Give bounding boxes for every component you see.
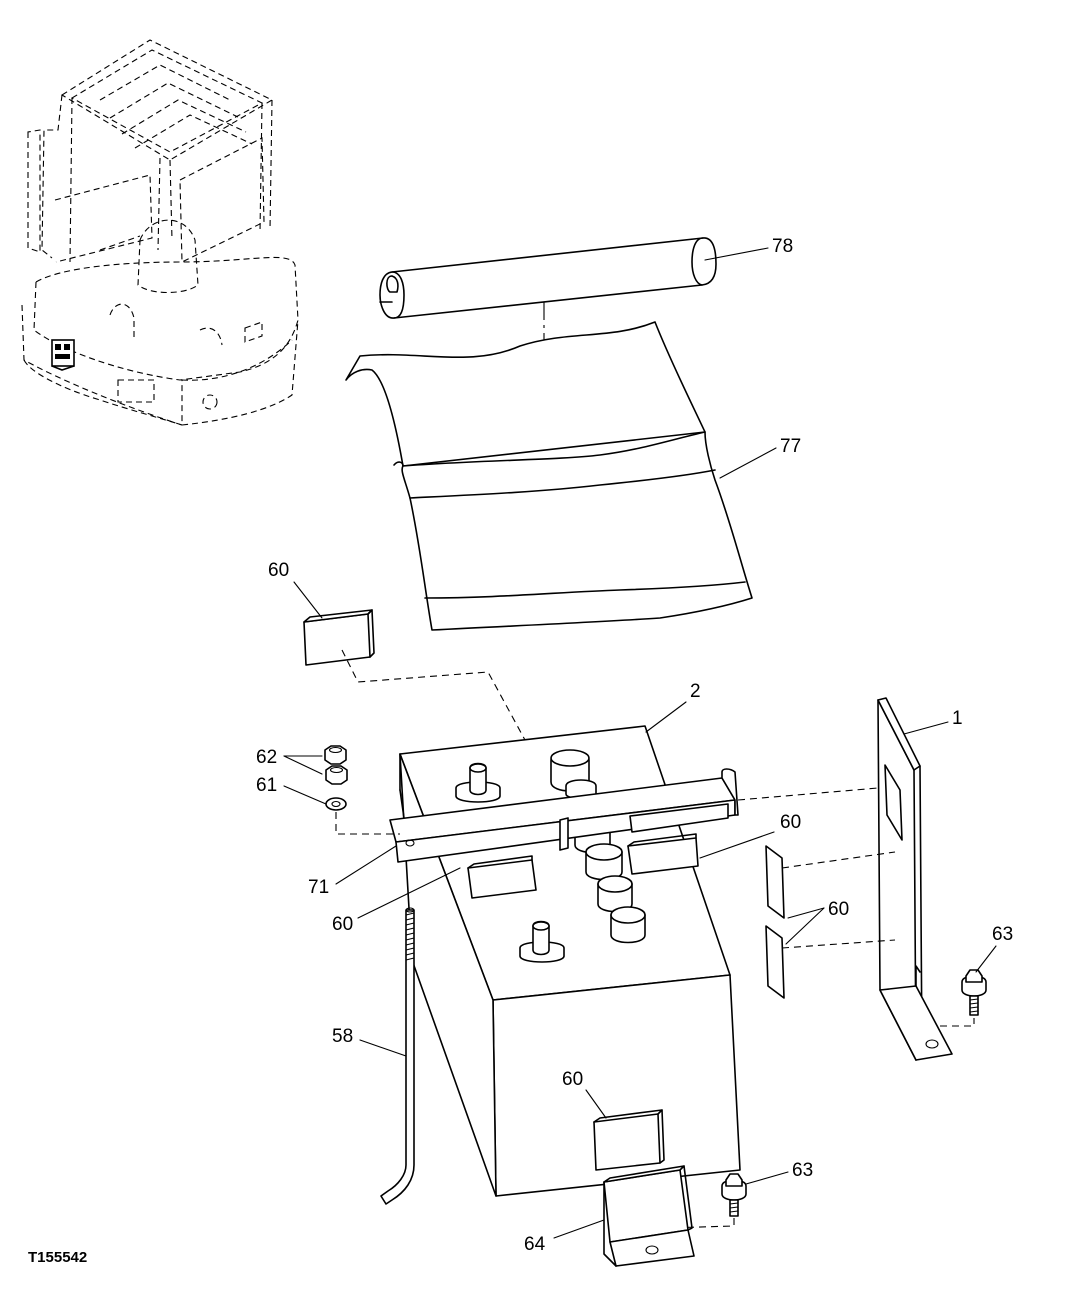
- callout-63-upper: 63: [992, 924, 1013, 945]
- figure-reference-id: T155542: [28, 1249, 87, 1266]
- part-60-pad-bar-center: [467, 855, 537, 899]
- leader-dashed-bolt-63b: [665, 1218, 735, 1229]
- battery-cell-caps: [574, 819, 646, 944]
- battery-location-highlight: [51, 339, 75, 371]
- part-60-pad-bar-left: [559, 817, 569, 851]
- callout-60-front: 60: [562, 1069, 583, 1090]
- callout-63-lower: 63: [792, 1160, 813, 1181]
- leader-dashed-bolt-63a: [940, 1018, 975, 1027]
- callout-leaders: [283, 247, 997, 1239]
- part-60-pad-side-lower: [765, 925, 785, 999]
- part-58-j-bolt: [380, 907, 415, 1205]
- leader-dashed-60-to-battery: [341, 649, 526, 741]
- battery-terminal-lower: [519, 920, 565, 963]
- part-60-pad-side-upper: [765, 845, 785, 919]
- leader-dashed-washer: [335, 812, 400, 835]
- part-62-nuts: [324, 745, 348, 785]
- part-64-lower-bracket: [603, 1165, 695, 1267]
- callout-60-center: 60: [332, 914, 353, 935]
- callout-71: 71: [308, 877, 329, 898]
- part-78-trim-tube: [379, 237, 717, 319]
- part-77-battery-cover: [345, 321, 753, 631]
- machine-overview-illustration: [21, 39, 299, 426]
- part-60-pad-bar-top: [629, 803, 729, 833]
- callout-60-side: 60: [828, 899, 849, 920]
- part-60-pad-front: [593, 1109, 665, 1171]
- part-63-bolt-upper: [961, 969, 987, 1016]
- callout-78: 78: [772, 236, 793, 257]
- callout-2: 2: [690, 681, 701, 702]
- part-60-pad-bar-right: [627, 833, 699, 875]
- callout-1: 1: [952, 708, 963, 729]
- callout-60-top: 60: [268, 560, 289, 581]
- part-60-pad-top: [303, 609, 375, 666]
- callout-58: 58: [332, 1026, 353, 1047]
- callout-62: 62: [256, 747, 277, 768]
- callout-77: 77: [780, 436, 801, 457]
- part-1-bracket: [877, 697, 953, 1061]
- callout-61: 61: [256, 775, 277, 796]
- leader-dashed-pad-bracket-1: [781, 851, 896, 869]
- part-2-battery: [399, 725, 741, 1197]
- battery-terminal-left: [455, 762, 501, 803]
- part-63-bolt-lower: [721, 1173, 747, 1217]
- callout-64: 64: [524, 1234, 546, 1255]
- callout-labels: 78 77 60 2 1 62 61 60 71 60 60 63 58 60 …: [256, 236, 1013, 1255]
- leader-dashed-bar-bracket: [737, 787, 879, 801]
- leader-dashed-pad-bracket-2: [781, 939, 896, 949]
- callout-60-bar: 60: [780, 812, 801, 833]
- part-61-washer: [325, 797, 347, 811]
